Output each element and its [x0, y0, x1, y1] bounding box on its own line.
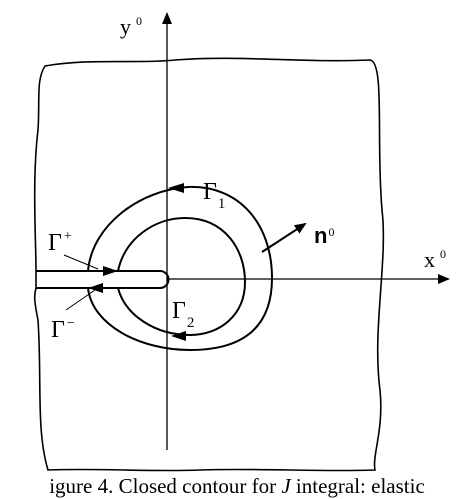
figure-caption: igure 4. Closed contour for J integral: … — [0, 474, 474, 499]
gamma-plus-arrow — [103, 266, 118, 276]
normal-label: n0 — [314, 223, 334, 248]
caption-suffix: integral: elastic — [290, 474, 425, 498]
contour-gamma2 — [117, 216, 247, 337]
body-boundary — [33, 57, 385, 472]
caption-prefix: igure 4. Closed contour for — [49, 474, 282, 498]
gamma1-label: Γ1 — [203, 179, 225, 212]
gamma-minus-arrow — [88, 283, 103, 293]
gamma2-arrow — [171, 331, 186, 341]
gamma-plus-leader — [63, 254, 99, 270]
gamma1-arrow — [168, 183, 184, 193]
gamma2-label: Γ2 — [172, 298, 194, 331]
gamma-minus-leader — [65, 289, 96, 311]
caption-italic: J — [281, 474, 291, 498]
contour-gamma1 — [87, 185, 274, 352]
normal-vector — [261, 222, 307, 253]
gamma-plus-label: Γ+ — [48, 229, 72, 256]
gamma-minus-label: Γ− — [51, 316, 75, 343]
